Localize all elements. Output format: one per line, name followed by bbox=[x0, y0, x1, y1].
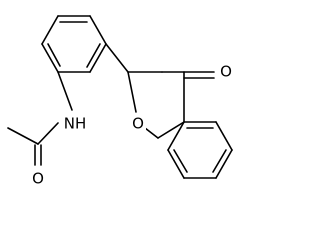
amide-nitrogen-label-bg bbox=[60, 113, 90, 133]
bond-nitrogen-to-carbonyl bbox=[37, 122, 59, 145]
amide-nitrogen-label: NH bbox=[64, 115, 87, 133]
ring-oxygen-label: O bbox=[132, 115, 144, 133]
bond-phenyl-5 bbox=[41, 43, 59, 73]
bond-benzene-5 bbox=[167, 149, 185, 179]
bond-benzene-3 bbox=[215, 149, 233, 179]
bond-phenyl-to-c2 bbox=[105, 43, 129, 73]
chromanone-core bbox=[105, 43, 233, 179]
ketone-oxygen-label: O bbox=[220, 63, 232, 81]
bond-c8a-to-o1 bbox=[144, 127, 159, 139]
phenyl-ring bbox=[41, 15, 107, 73]
bond-phenyl-inner-3 bbox=[47, 43, 61, 67]
bond-carbonyl-to-methyl bbox=[7, 127, 39, 145]
bond-phenyl-3 bbox=[89, 43, 107, 73]
amide-oxygen-label: O bbox=[32, 170, 44, 188]
molecule-structure: O O NH O bbox=[7, 15, 234, 188]
bond-phenyl-to-nitrogen bbox=[57, 71, 73, 111]
bond-benzene-2 bbox=[215, 121, 233, 151]
ketone-oxygen-label-bg bbox=[218, 61, 234, 81]
atom-labels: O O NH O bbox=[30, 61, 234, 188]
bond-phenyl-inner-2 bbox=[86, 43, 101, 68]
acetamide-group bbox=[7, 71, 73, 166]
bond-o1-to-c2 bbox=[127, 71, 137, 113]
bond-benzene-inner-3 bbox=[173, 149, 188, 173]
molecule-canvas: O O NH O bbox=[7, 15, 234, 188]
bond-phenyl-2 bbox=[89, 15, 107, 45]
amide-oxygen-label-bg bbox=[30, 168, 46, 188]
bond-phenyl-6 bbox=[41, 15, 59, 45]
ring-oxygen-label-bg bbox=[130, 114, 146, 134]
bond-benzene-6 bbox=[167, 121, 185, 151]
bond-c4a-to-c8a bbox=[157, 121, 185, 139]
bond-benzene-inner-2 bbox=[212, 149, 227, 173]
